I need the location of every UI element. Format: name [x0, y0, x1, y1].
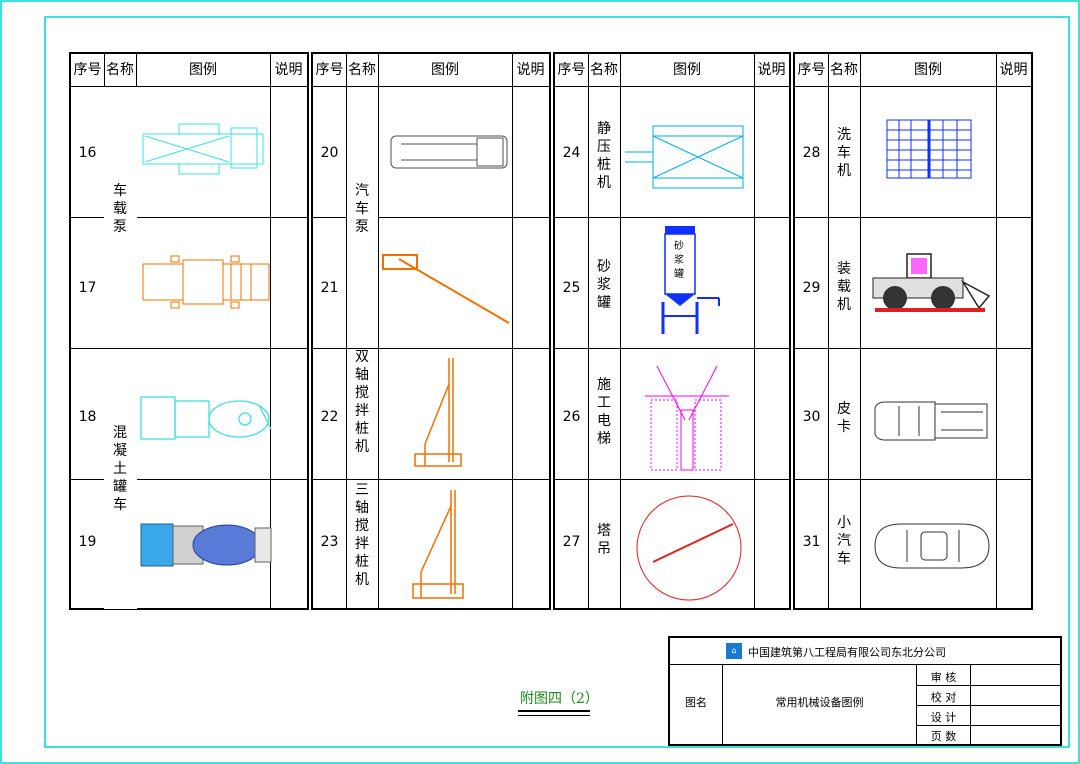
equipment-name: 施工电梯	[597, 377, 611, 447]
small-car-icon	[874, 523, 990, 569]
equipment-name: 车载泵	[113, 183, 127, 235]
equipment-name: 双轴搅拌桩机	[355, 349, 369, 455]
equipment-name: 洗车机	[837, 127, 851, 179]
caption-underline	[518, 715, 590, 716]
equipment-name: 砂浆罐	[597, 259, 611, 311]
header-note: 说明	[999, 62, 1028, 78]
row-number: 25	[562, 280, 581, 296]
header-index: 序号	[315, 62, 344, 78]
row-number: 22	[320, 409, 339, 425]
triple-axis-pile-icon	[412, 490, 464, 599]
row-number: 27	[562, 534, 581, 550]
row-number: 23	[320, 534, 339, 550]
row-number: 28	[802, 145, 821, 161]
figure-caption: 附图四（2）	[520, 691, 599, 707]
equipment-name: 汽车泵	[355, 183, 369, 235]
row-number: 18	[78, 409, 97, 425]
review-label: 审 核	[930, 671, 957, 684]
construction-elevator-icon	[645, 365, 729, 471]
tower-crane-icon	[636, 495, 742, 601]
header-index: 序号	[557, 62, 586, 78]
drawing-name-label: 图名	[685, 696, 707, 709]
table-2: 序号 名称 图例 说明 20 21 22 23 汽车泵 双轴搅拌桩机 三轴搅拌桩…	[311, 52, 551, 610]
row-number: 29	[802, 280, 821, 296]
truck-pump-boom-icon	[382, 254, 510, 324]
title-block: ⌂ 中国建筑第八工程局有限公司东北分公司 图名 常用机械设备图例 审 核 校 对…	[668, 636, 1062, 746]
row-number: 19	[78, 534, 97, 550]
wash-machine-icon	[886, 119, 972, 179]
header-name: 名称	[348, 62, 376, 78]
header-legend: 图例	[673, 62, 701, 78]
company-logo: ⌂	[726, 643, 742, 659]
inner-frame	[44, 16, 1070, 748]
equipment-name: 装载机	[837, 261, 851, 313]
row-number: 20	[320, 145, 339, 161]
twin-axis-pile-icon	[414, 358, 462, 467]
header-name: 名称	[106, 62, 134, 78]
caption-underline	[518, 710, 590, 712]
row-number: 31	[802, 534, 821, 550]
table-1: 序号 名称 图例 说明 16 17 18 19 车载泵 混凝土罐车	[69, 52, 309, 610]
row-number: 17	[78, 280, 97, 296]
header-note: 说明	[516, 62, 545, 78]
static-pile-driver-icon	[625, 125, 744, 189]
loader-icon	[872, 253, 991, 312]
truck-pump-icon	[390, 135, 508, 169]
header-index: 序号	[797, 62, 826, 78]
pickup-icon	[874, 401, 988, 441]
header-note: 说明	[757, 62, 786, 78]
header-legend: 图例	[189, 62, 217, 78]
row-number: 16	[78, 145, 97, 161]
equipment-name: 三轴搅拌桩机	[355, 482, 369, 588]
table-4: 序号 名称 图例 说明 28 29 30 31 洗车机 装载机 皮卡 小汽车	[793, 52, 1033, 610]
equipment-name: 小汽车	[837, 515, 851, 567]
equipment-name: 皮卡	[837, 401, 851, 435]
row-number: 30	[802, 409, 821, 425]
company-name: 中国建筑第八工程局有限公司东北分公司	[748, 646, 946, 659]
design-label: 设 计	[930, 711, 957, 724]
header-index: 序号	[73, 62, 102, 78]
check-label: 校 对	[930, 691, 957, 704]
header-legend: 图例	[431, 62, 459, 78]
equipment-name: 静压桩机	[597, 121, 611, 191]
drawing-name: 常用机械设备图例	[775, 696, 864, 709]
header-name: 名称	[830, 62, 858, 78]
car-pump-truck-icon	[142, 123, 264, 175]
header-legend: 图例	[914, 62, 942, 78]
row-number: 21	[320, 280, 339, 296]
concrete-mixer-icon	[140, 523, 272, 567]
mortar-tank-label: 砂浆罐	[674, 241, 684, 280]
table-3: 序号 名称 图例 说明 24 25 26 27 静压桩机 砂浆罐 施工电梯 塔吊…	[553, 52, 791, 610]
row-number: 24	[562, 145, 581, 161]
header-note: 说明	[274, 62, 303, 78]
row-number: 26	[562, 409, 581, 425]
header-name: 名称	[590, 62, 618, 78]
concrete-mixer-icon	[140, 396, 272, 440]
equipment-name: 混凝土罐车	[113, 425, 127, 513]
mortar-tank-icon	[661, 224, 720, 334]
equipment-name: 塔吊	[597, 523, 611, 557]
page-count-label: 页 数	[930, 730, 957, 743]
car-pump-truck-icon	[142, 255, 270, 309]
